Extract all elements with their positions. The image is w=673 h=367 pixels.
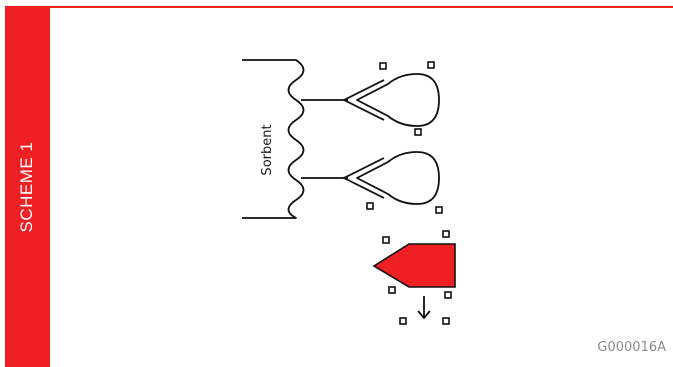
particle — [388, 286, 396, 294]
particle — [442, 230, 450, 238]
particle — [442, 317, 450, 325]
ligand-receptor-upper — [301, 73, 440, 127]
target-molecule — [372, 243, 456, 288]
particle — [444, 291, 452, 299]
particle — [414, 128, 422, 136]
particle — [399, 317, 407, 325]
top-rule — [50, 6, 673, 8]
sorbent-surface — [242, 59, 305, 219]
ligand-receptor-lower — [301, 151, 440, 205]
side-band — [5, 6, 50, 367]
particle — [379, 62, 387, 70]
particles — [366, 61, 452, 325]
particle — [427, 61, 435, 69]
figure-code: G000016A — [597, 340, 666, 355]
down-arrow-icon — [417, 296, 431, 320]
particle — [435, 206, 443, 214]
sorbent-label: Sorbent — [260, 124, 275, 175]
particle — [382, 236, 390, 244]
particle — [366, 202, 374, 210]
